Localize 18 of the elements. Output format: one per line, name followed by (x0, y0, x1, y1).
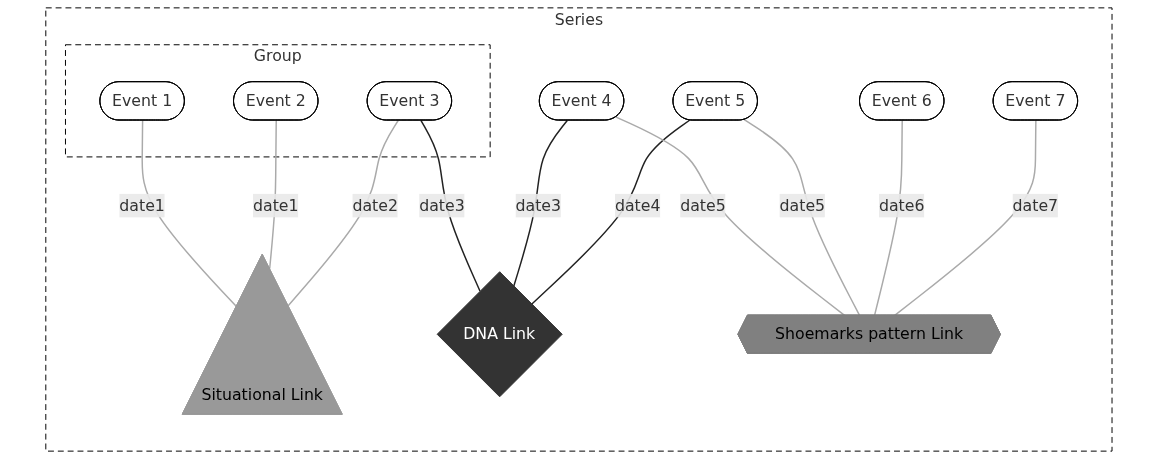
connector (512, 119, 568, 288)
connector (743, 118, 860, 317)
connector (530, 119, 690, 305)
node-diamond: DNA Link (436, 271, 563, 398)
edge-label: date3 (515, 195, 561, 215)
connector (287, 119, 399, 307)
edge-label: date3 (418, 195, 465, 215)
connector (873, 119, 903, 317)
edge-label: date7 (1012, 195, 1058, 215)
connector (614, 116, 846, 317)
edge-label: date5 (679, 195, 726, 215)
edge-label: date1 (118, 195, 165, 215)
edge-label: date4 (614, 195, 661, 215)
edge-label: date1 (252, 195, 299, 215)
edge-label: date2 (351, 195, 398, 215)
edge-label: date6 (878, 195, 925, 215)
edge-label: date5 (779, 195, 825, 215)
connector (893, 119, 1037, 317)
